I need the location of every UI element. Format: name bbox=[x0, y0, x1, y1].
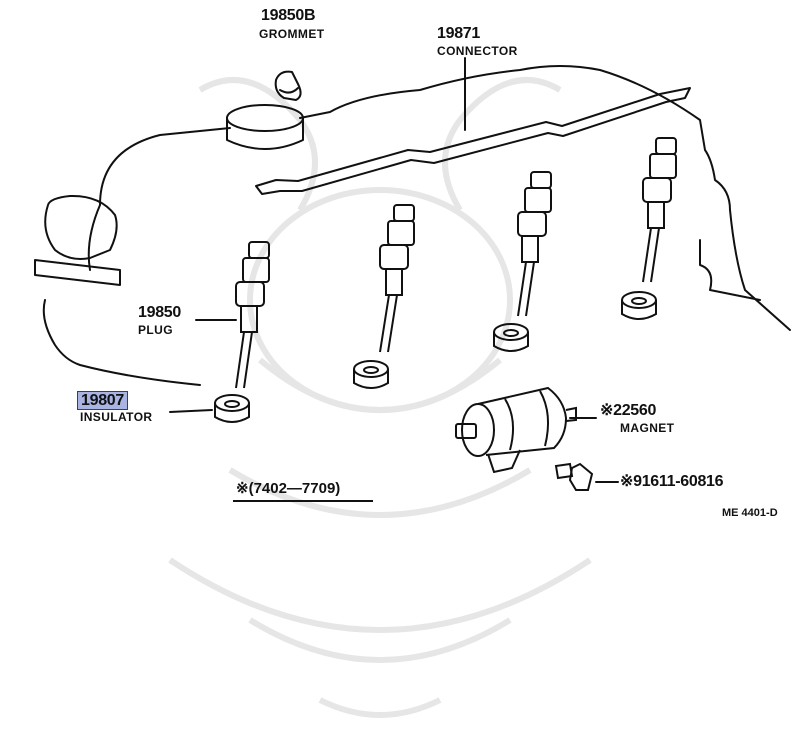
engine-head-outline bbox=[99, 65, 791, 331]
oil-filler-cap bbox=[226, 104, 304, 150]
engine-head-lower bbox=[42, 204, 201, 386]
intake-pipe bbox=[44, 194, 118, 260]
magnet-part-number: ※22560 bbox=[600, 402, 657, 419]
insulator-ring bbox=[493, 323, 529, 352]
magnet-part-name: MAGNET bbox=[620, 421, 675, 435]
insulator-ring bbox=[353, 360, 389, 389]
watermark-emblem bbox=[168, 77, 592, 718]
connector-part-name: CONNECTOR bbox=[437, 44, 518, 58]
insulator-part-name: INSULATOR bbox=[80, 410, 153, 424]
glow-plug bbox=[379, 204, 415, 353]
grommet-shape bbox=[274, 70, 302, 101]
insulator-ring bbox=[621, 291, 657, 320]
insulator-leader bbox=[169, 409, 213, 413]
glow-plug bbox=[235, 241, 270, 389]
glow-plug bbox=[517, 171, 552, 317]
plug-part-number: 19850 bbox=[138, 304, 181, 321]
grommet-part-name: GROMMET bbox=[259, 27, 325, 41]
connector-bar bbox=[255, 87, 691, 195]
insulator-ring bbox=[214, 394, 250, 423]
magnet-solenoid bbox=[455, 386, 577, 474]
date-range-label: ※(7402—7709) bbox=[236, 480, 341, 497]
diagram-code: ME 4401-D bbox=[722, 507, 778, 519]
bolt-part-number: ※91611-60816 bbox=[620, 473, 724, 490]
insulator-part-number: 19807 bbox=[77, 391, 128, 410]
glow-plug bbox=[642, 137, 677, 283]
grommet-part-number: 19850B bbox=[261, 7, 316, 24]
bolt-shape bbox=[554, 462, 594, 491]
date-range-underline bbox=[233, 500, 373, 502]
plug-part-name: PLUG bbox=[138, 323, 173, 337]
connector-part-number: 19871 bbox=[437, 25, 480, 42]
